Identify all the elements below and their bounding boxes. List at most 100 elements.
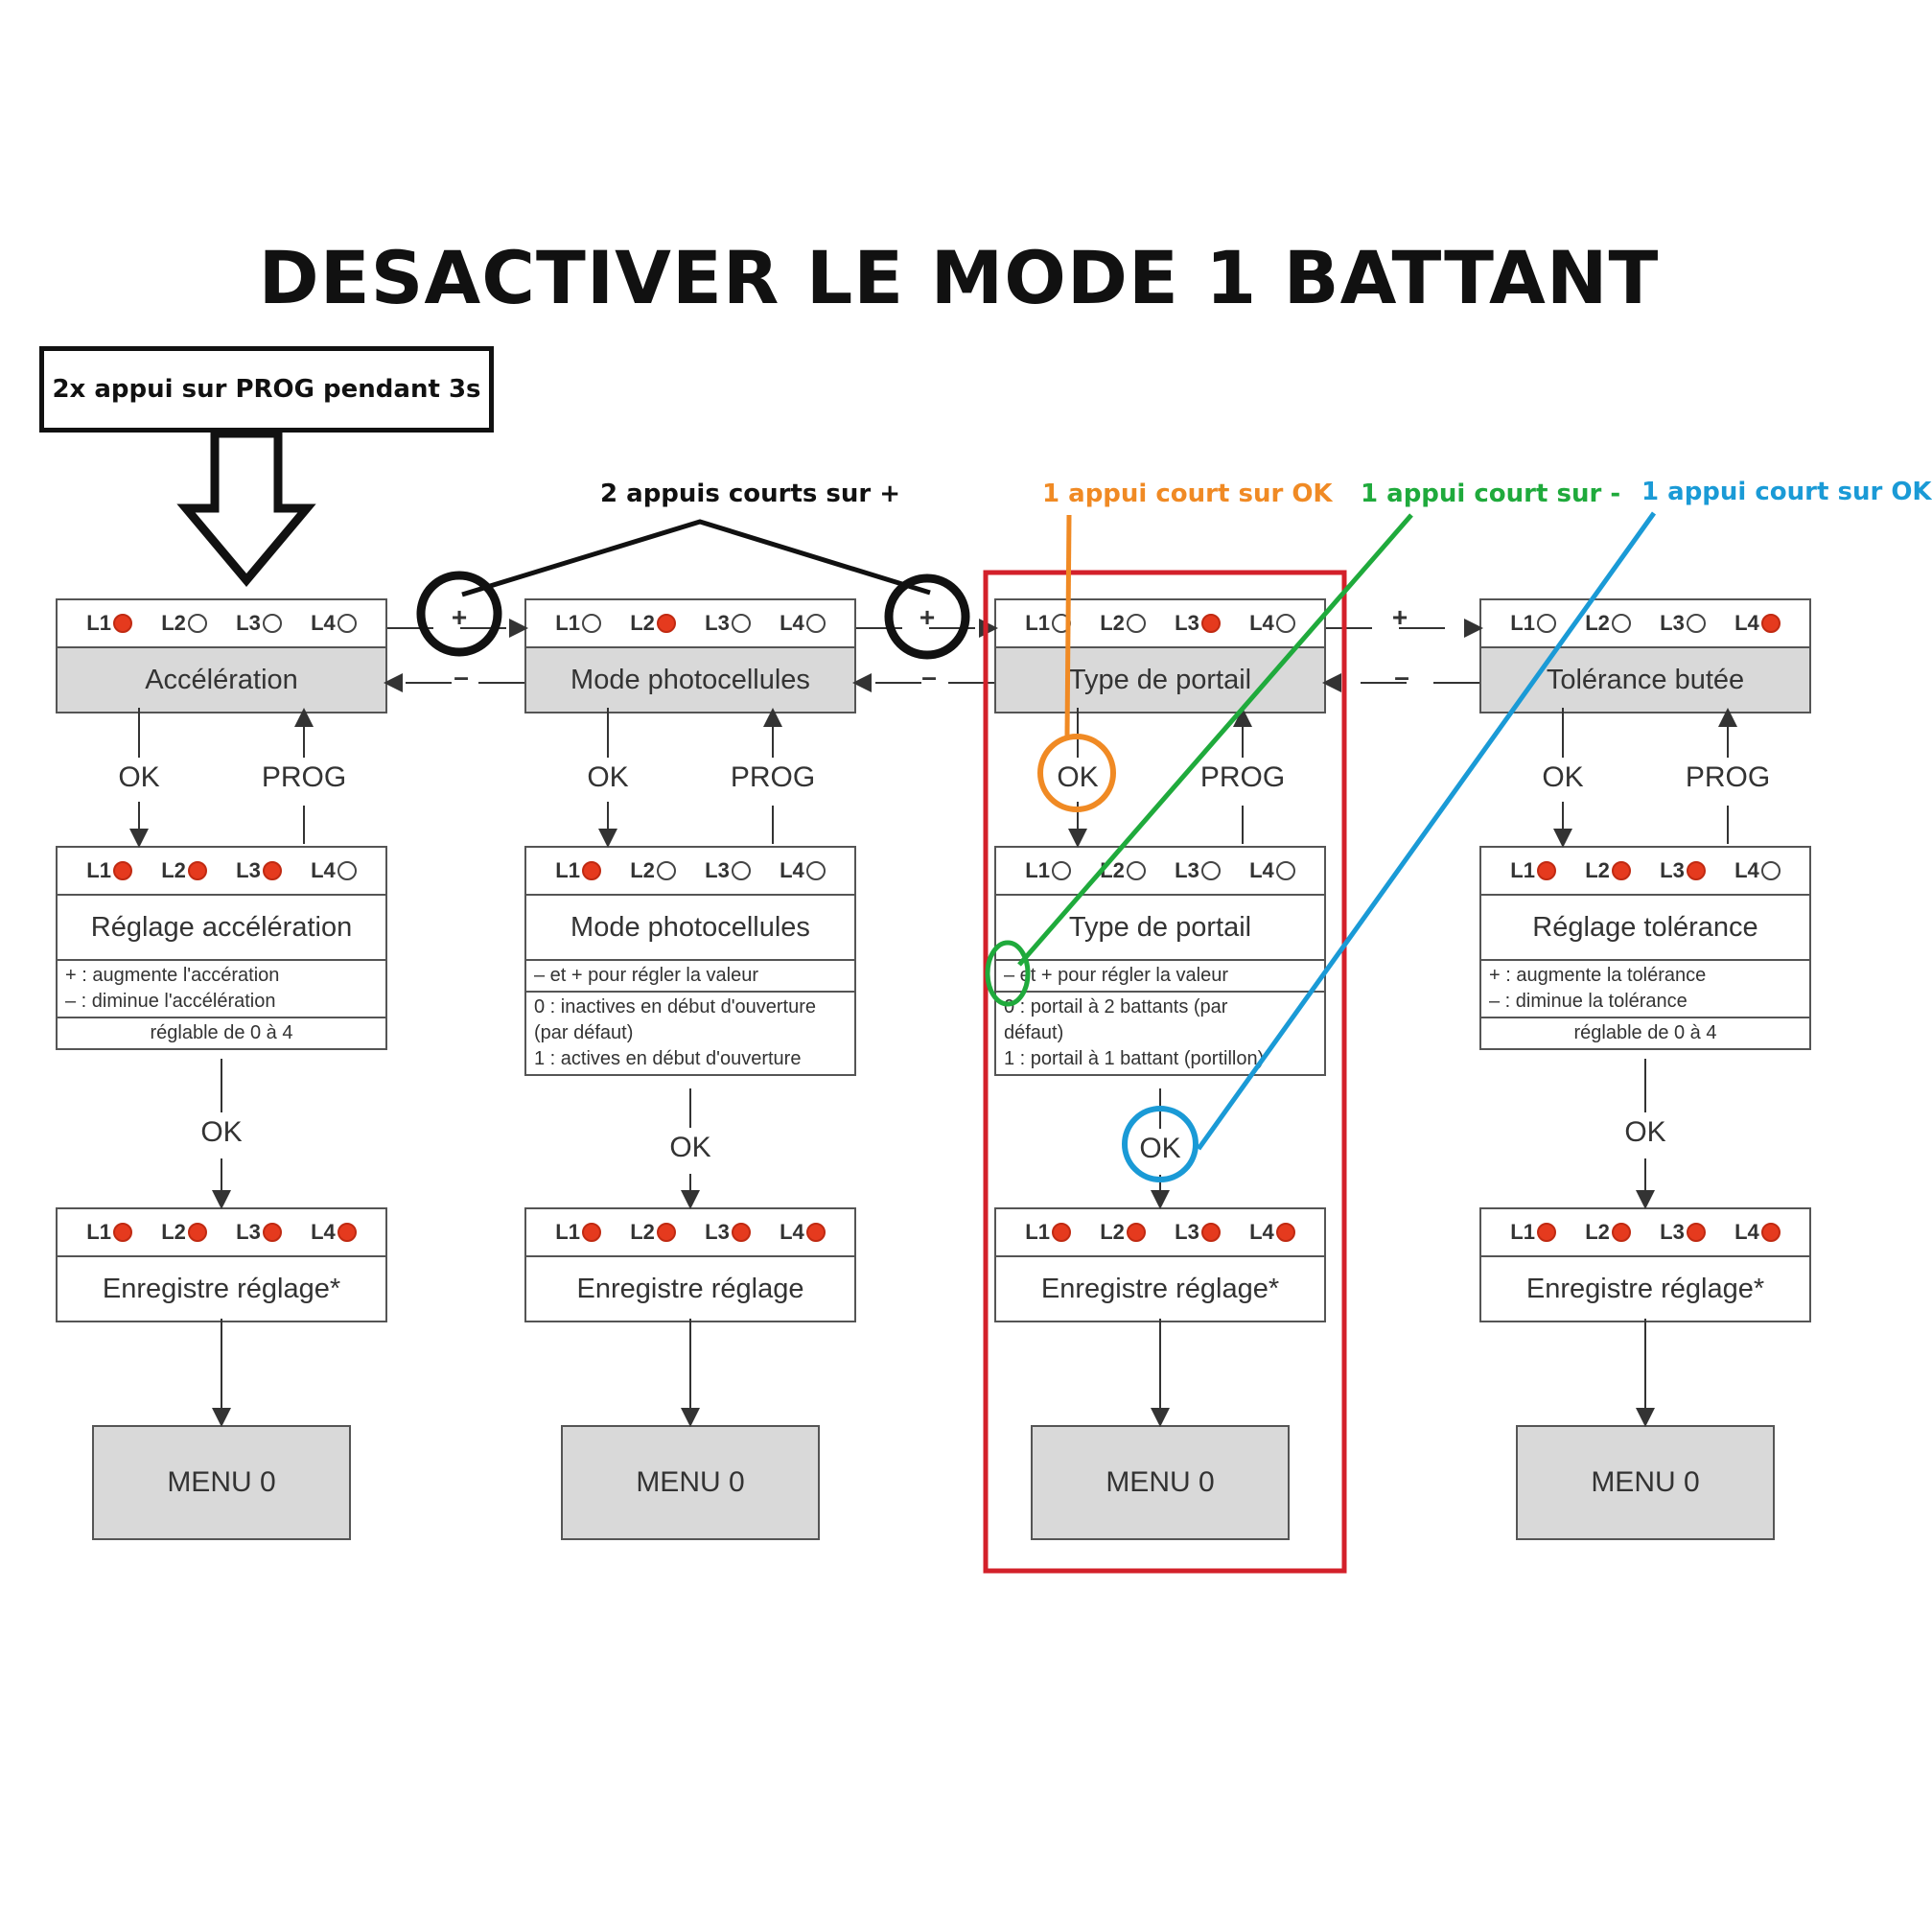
instruction-line: – et + pour régler la valeur <box>534 965 759 986</box>
led-on-icon <box>1275 1223 1295 1242</box>
setting-instructions: + : augmente la tolérance– : diminue la … <box>1481 961 1809 1018</box>
led-off-icon <box>1200 861 1221 880</box>
led-label: L3 <box>1175 1220 1199 1244</box>
led-off-icon <box>731 861 751 880</box>
led-label: L4 <box>311 611 336 635</box>
setting-box-title: Réglage tolérance <box>1481 896 1809 961</box>
led-off-icon <box>337 614 357 633</box>
plus-bracket-line <box>461 519 931 597</box>
led-on-icon <box>1051 1223 1071 1242</box>
led-indicator: L4 <box>1734 1220 1781 1245</box>
value-line: 1 : portail à 1 battant (portillon) <box>1004 1048 1265 1069</box>
menu-zero-box: MENU 0 <box>561 1425 820 1540</box>
led-indicator: L3 <box>705 1220 751 1245</box>
led-indicator: L4 <box>311 1220 357 1245</box>
led-indicator: L3 <box>1660 1220 1706 1245</box>
led-label: L2 <box>161 1220 186 1244</box>
save-box-title: Enregistre réglage* <box>1040 1273 1280 1304</box>
led-label: L4 <box>311 858 336 882</box>
orange-pointer-line <box>1064 514 1072 737</box>
led-indicator: L1 <box>1510 611 1556 636</box>
led-label: L1 <box>1025 611 1050 635</box>
instruction-line: – et + pour régler la valeur <box>1004 965 1229 986</box>
led-indicator: L2 <box>1585 1220 1631 1245</box>
led-label: L1 <box>1510 858 1535 882</box>
led-label: L1 <box>555 1220 580 1244</box>
setting-box-title: Type de portail <box>996 896 1324 961</box>
led-off-icon <box>1760 861 1781 880</box>
led-label: L4 <box>1734 1220 1759 1244</box>
led-on-icon <box>1686 1223 1706 1242</box>
value-line: réglable de 0 à 4 <box>1573 1022 1717 1043</box>
led-off-icon <box>1611 614 1631 633</box>
ok-label: OK <box>669 1132 711 1163</box>
instruction-line: + : augmente la tolérance <box>1489 965 1707 986</box>
led-label: L1 <box>1025 858 1050 882</box>
setting-instructions: + : augmente l'accération– : diminue l'a… <box>58 961 385 1018</box>
led-off-icon <box>805 861 826 880</box>
led-indicator: L4 <box>1249 1220 1295 1245</box>
led-label: L1 <box>86 611 111 635</box>
ok-label: OK <box>1542 761 1584 793</box>
led-indicator: L1 <box>86 858 132 883</box>
led-label: L1 <box>555 858 580 882</box>
led-label: L3 <box>1660 1220 1685 1244</box>
instruction-line: + : augmente l'accération <box>65 965 280 986</box>
ok-label: OK <box>1057 761 1099 793</box>
led-indicator: L4 <box>780 611 826 636</box>
led-label: L4 <box>1249 611 1274 635</box>
led-indicator: L2 <box>630 611 676 636</box>
minus-label: – <box>1394 662 1409 691</box>
setting-values: réglable de 0 à 4 <box>1481 1018 1809 1048</box>
led-indicator: L2 <box>1100 611 1146 636</box>
led-on-icon <box>112 861 132 880</box>
plus-label: + <box>919 602 936 632</box>
led-off-icon <box>1275 614 1295 633</box>
led-label: L4 <box>780 858 804 882</box>
led-label: L3 <box>1175 858 1199 882</box>
value-line: 1 : actives en début d'ouverture <box>534 1048 802 1069</box>
led-on-icon <box>581 1223 601 1242</box>
led-indicator: L1 <box>555 858 601 883</box>
led-indicator: L3 <box>1660 858 1706 883</box>
minus-label: – <box>921 662 937 691</box>
led-off-icon <box>1275 861 1295 880</box>
led-indicator: L1 <box>555 611 601 636</box>
prog-label: PROG <box>1685 761 1771 793</box>
prog-label: PROG <box>261 761 347 793</box>
menu-box-title: Accélération <box>58 648 385 712</box>
plus-circle-1 <box>416 571 502 657</box>
setting-instructions: – et + pour régler la valeur <box>526 961 854 993</box>
minus-label: – <box>454 662 469 691</box>
led-on-icon <box>581 861 601 880</box>
led-on-icon <box>262 1223 282 1242</box>
led-label: L1 <box>1510 1220 1535 1244</box>
led-on-icon <box>187 861 207 880</box>
ok-label: OK <box>587 761 629 793</box>
led-off-icon <box>731 614 751 633</box>
led-label: L2 <box>161 611 186 635</box>
led-off-icon <box>805 614 826 633</box>
led-off-icon <box>581 614 601 633</box>
led-label: L2 <box>1585 858 1610 882</box>
led-on-icon <box>262 861 282 880</box>
led-on-icon <box>187 1223 207 1242</box>
value-line: 0 : portail à 2 battants (par <box>1004 996 1228 1017</box>
led-label: L3 <box>705 1220 730 1244</box>
save-box-title: Enregistre réglage* <box>102 1273 341 1304</box>
led-indicator: L2 <box>1585 858 1631 883</box>
led-label: L2 <box>630 611 655 635</box>
